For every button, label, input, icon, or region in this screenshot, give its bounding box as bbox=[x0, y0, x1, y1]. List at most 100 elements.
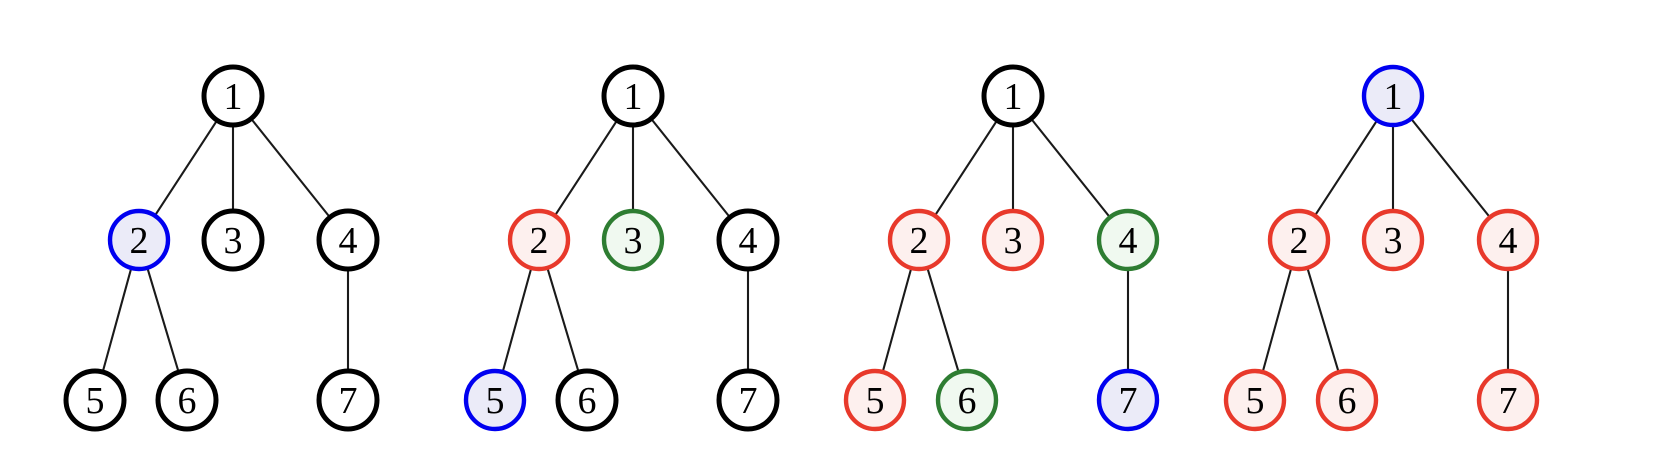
tree-edge-2-6 bbox=[546, 268, 580, 372]
tree-node-6[interactable]: 6 bbox=[1315, 368, 1379, 432]
node-circle-4-red[interactable] bbox=[1476, 208, 1540, 272]
node-label-7: 7 bbox=[1499, 380, 1518, 422]
node-circle-3-red[interactable] bbox=[981, 208, 1045, 272]
tree-node-3[interactable]: 3 bbox=[981, 208, 1045, 272]
edges-group bbox=[102, 119, 350, 372]
node-circle-3-green[interactable] bbox=[601, 208, 665, 272]
tree-node-4[interactable]: 4 bbox=[1476, 208, 1540, 272]
node-label-4: 4 bbox=[339, 220, 358, 262]
tree-edge-1-4 bbox=[1031, 119, 1110, 217]
node-label-5: 5 bbox=[866, 380, 885, 422]
node-circle-7-black[interactable] bbox=[716, 368, 780, 432]
panel-2: 1 2 3 4 5 6 7 bbox=[463, 64, 780, 432]
tree-node-1[interactable]: 1 bbox=[601, 64, 665, 128]
node-circle-2-red[interactable] bbox=[887, 208, 951, 272]
tree-edge-1-4 bbox=[651, 119, 730, 217]
node-circle-5-black[interactable] bbox=[63, 368, 127, 432]
node-circle-7-black[interactable] bbox=[316, 368, 380, 432]
node-circle-5-red[interactable] bbox=[843, 368, 907, 432]
node-circle-3-black[interactable] bbox=[201, 208, 265, 272]
tree-node-6[interactable]: 6 bbox=[935, 368, 999, 432]
node-label-3: 3 bbox=[224, 220, 243, 262]
tree-edge-2-5 bbox=[1262, 268, 1292, 372]
node-label-4: 4 bbox=[1119, 220, 1138, 262]
node-label-1: 1 bbox=[224, 76, 243, 118]
node-label-1: 1 bbox=[1384, 76, 1403, 118]
tree-edge-2-6 bbox=[146, 268, 180, 372]
tree-edge-1-4 bbox=[1411, 119, 1490, 217]
node-circle-1-blue[interactable] bbox=[1361, 64, 1425, 128]
node-circle-6-green[interactable] bbox=[935, 368, 999, 432]
node-label-3: 3 bbox=[1384, 220, 1403, 262]
tree-node-2[interactable]: 2 bbox=[1267, 208, 1331, 272]
node-circle-4-black[interactable] bbox=[316, 208, 380, 272]
panel-4: 1 2 3 4 5 6 7 bbox=[1223, 64, 1540, 432]
tree-edge-2-5 bbox=[502, 268, 532, 372]
edges-group bbox=[502, 119, 750, 372]
tree-edge-1-2 bbox=[1314, 120, 1378, 216]
tree-node-2[interactable]: 2 bbox=[507, 208, 571, 272]
node-circle-6-black[interactable] bbox=[555, 368, 619, 432]
tree-node-4[interactable]: 4 bbox=[716, 208, 780, 272]
node-label-3: 3 bbox=[624, 220, 643, 262]
node-label-3: 3 bbox=[1004, 220, 1023, 262]
tree-node-1[interactable]: 1 bbox=[981, 64, 1045, 128]
tree-node-5[interactable]: 5 bbox=[63, 368, 127, 432]
node-label-6: 6 bbox=[1338, 380, 1357, 422]
node-label-5: 5 bbox=[486, 380, 505, 422]
tree-node-5[interactable]: 5 bbox=[1223, 368, 1287, 432]
node-circle-1-black[interactable] bbox=[601, 64, 665, 128]
tree-node-3[interactable]: 3 bbox=[601, 208, 665, 272]
node-circle-7-red[interactable] bbox=[1476, 368, 1540, 432]
tree-edge-2-6 bbox=[1306, 268, 1340, 372]
tree-node-4[interactable]: 4 bbox=[1096, 208, 1160, 272]
node-label-2: 2 bbox=[130, 220, 149, 262]
tree-node-1[interactable]: 1 bbox=[1361, 64, 1425, 128]
tree-node-7[interactable]: 7 bbox=[716, 368, 780, 432]
tree-node-7[interactable]: 7 bbox=[1096, 368, 1160, 432]
node-label-7: 7 bbox=[1119, 380, 1138, 422]
node-label-4: 4 bbox=[739, 220, 758, 262]
node-circle-4-green[interactable] bbox=[1096, 208, 1160, 272]
tree-node-2[interactable]: 2 bbox=[107, 208, 171, 272]
edges-group bbox=[882, 119, 1130, 372]
node-label-4: 4 bbox=[1499, 220, 1518, 262]
tree-node-7[interactable]: 7 bbox=[1476, 368, 1540, 432]
node-label-2: 2 bbox=[1290, 220, 1309, 262]
tree-node-6[interactable]: 6 bbox=[155, 368, 219, 432]
node-label-6: 6 bbox=[178, 380, 197, 422]
node-circle-2-blue[interactable] bbox=[107, 208, 171, 272]
node-circle-6-black[interactable] bbox=[155, 368, 219, 432]
node-circle-3-red[interactable] bbox=[1361, 208, 1425, 272]
tree-edge-1-4 bbox=[251, 119, 330, 217]
tree-node-3[interactable]: 3 bbox=[201, 208, 265, 272]
node-circle-5-red[interactable] bbox=[1223, 368, 1287, 432]
node-label-5: 5 bbox=[1246, 380, 1265, 422]
node-circle-6-red[interactable] bbox=[1315, 368, 1379, 432]
node-circle-2-red[interactable] bbox=[1267, 208, 1331, 272]
node-circle-5-blue[interactable] bbox=[463, 368, 527, 432]
tree-node-1[interactable]: 1 bbox=[201, 64, 265, 128]
node-label-2: 2 bbox=[530, 220, 549, 262]
node-label-2: 2 bbox=[910, 220, 929, 262]
node-circle-1-black[interactable] bbox=[981, 64, 1045, 128]
tree-node-5[interactable]: 5 bbox=[463, 368, 527, 432]
node-label-7: 7 bbox=[339, 380, 358, 422]
panel-3: 1 2 3 4 5 6 7 bbox=[843, 64, 1160, 432]
tree-node-7[interactable]: 7 bbox=[316, 368, 380, 432]
node-label-5: 5 bbox=[86, 380, 105, 422]
edges-group bbox=[1262, 119, 1510, 372]
node-circle-2-red[interactable] bbox=[507, 208, 571, 272]
node-circle-1-black[interactable] bbox=[201, 64, 265, 128]
tree-node-6[interactable]: 6 bbox=[555, 368, 619, 432]
node-circle-7-blue[interactable] bbox=[1096, 368, 1160, 432]
tree-edge-1-2 bbox=[554, 120, 618, 216]
node-circle-4-black[interactable] bbox=[716, 208, 780, 272]
tree-node-3[interactable]: 3 bbox=[1361, 208, 1425, 272]
tree-edge-2-5 bbox=[882, 268, 912, 372]
tree-node-2[interactable]: 2 bbox=[887, 208, 951, 272]
tree-node-4[interactable]: 4 bbox=[316, 208, 380, 272]
tree-node-5[interactable]: 5 bbox=[843, 368, 907, 432]
